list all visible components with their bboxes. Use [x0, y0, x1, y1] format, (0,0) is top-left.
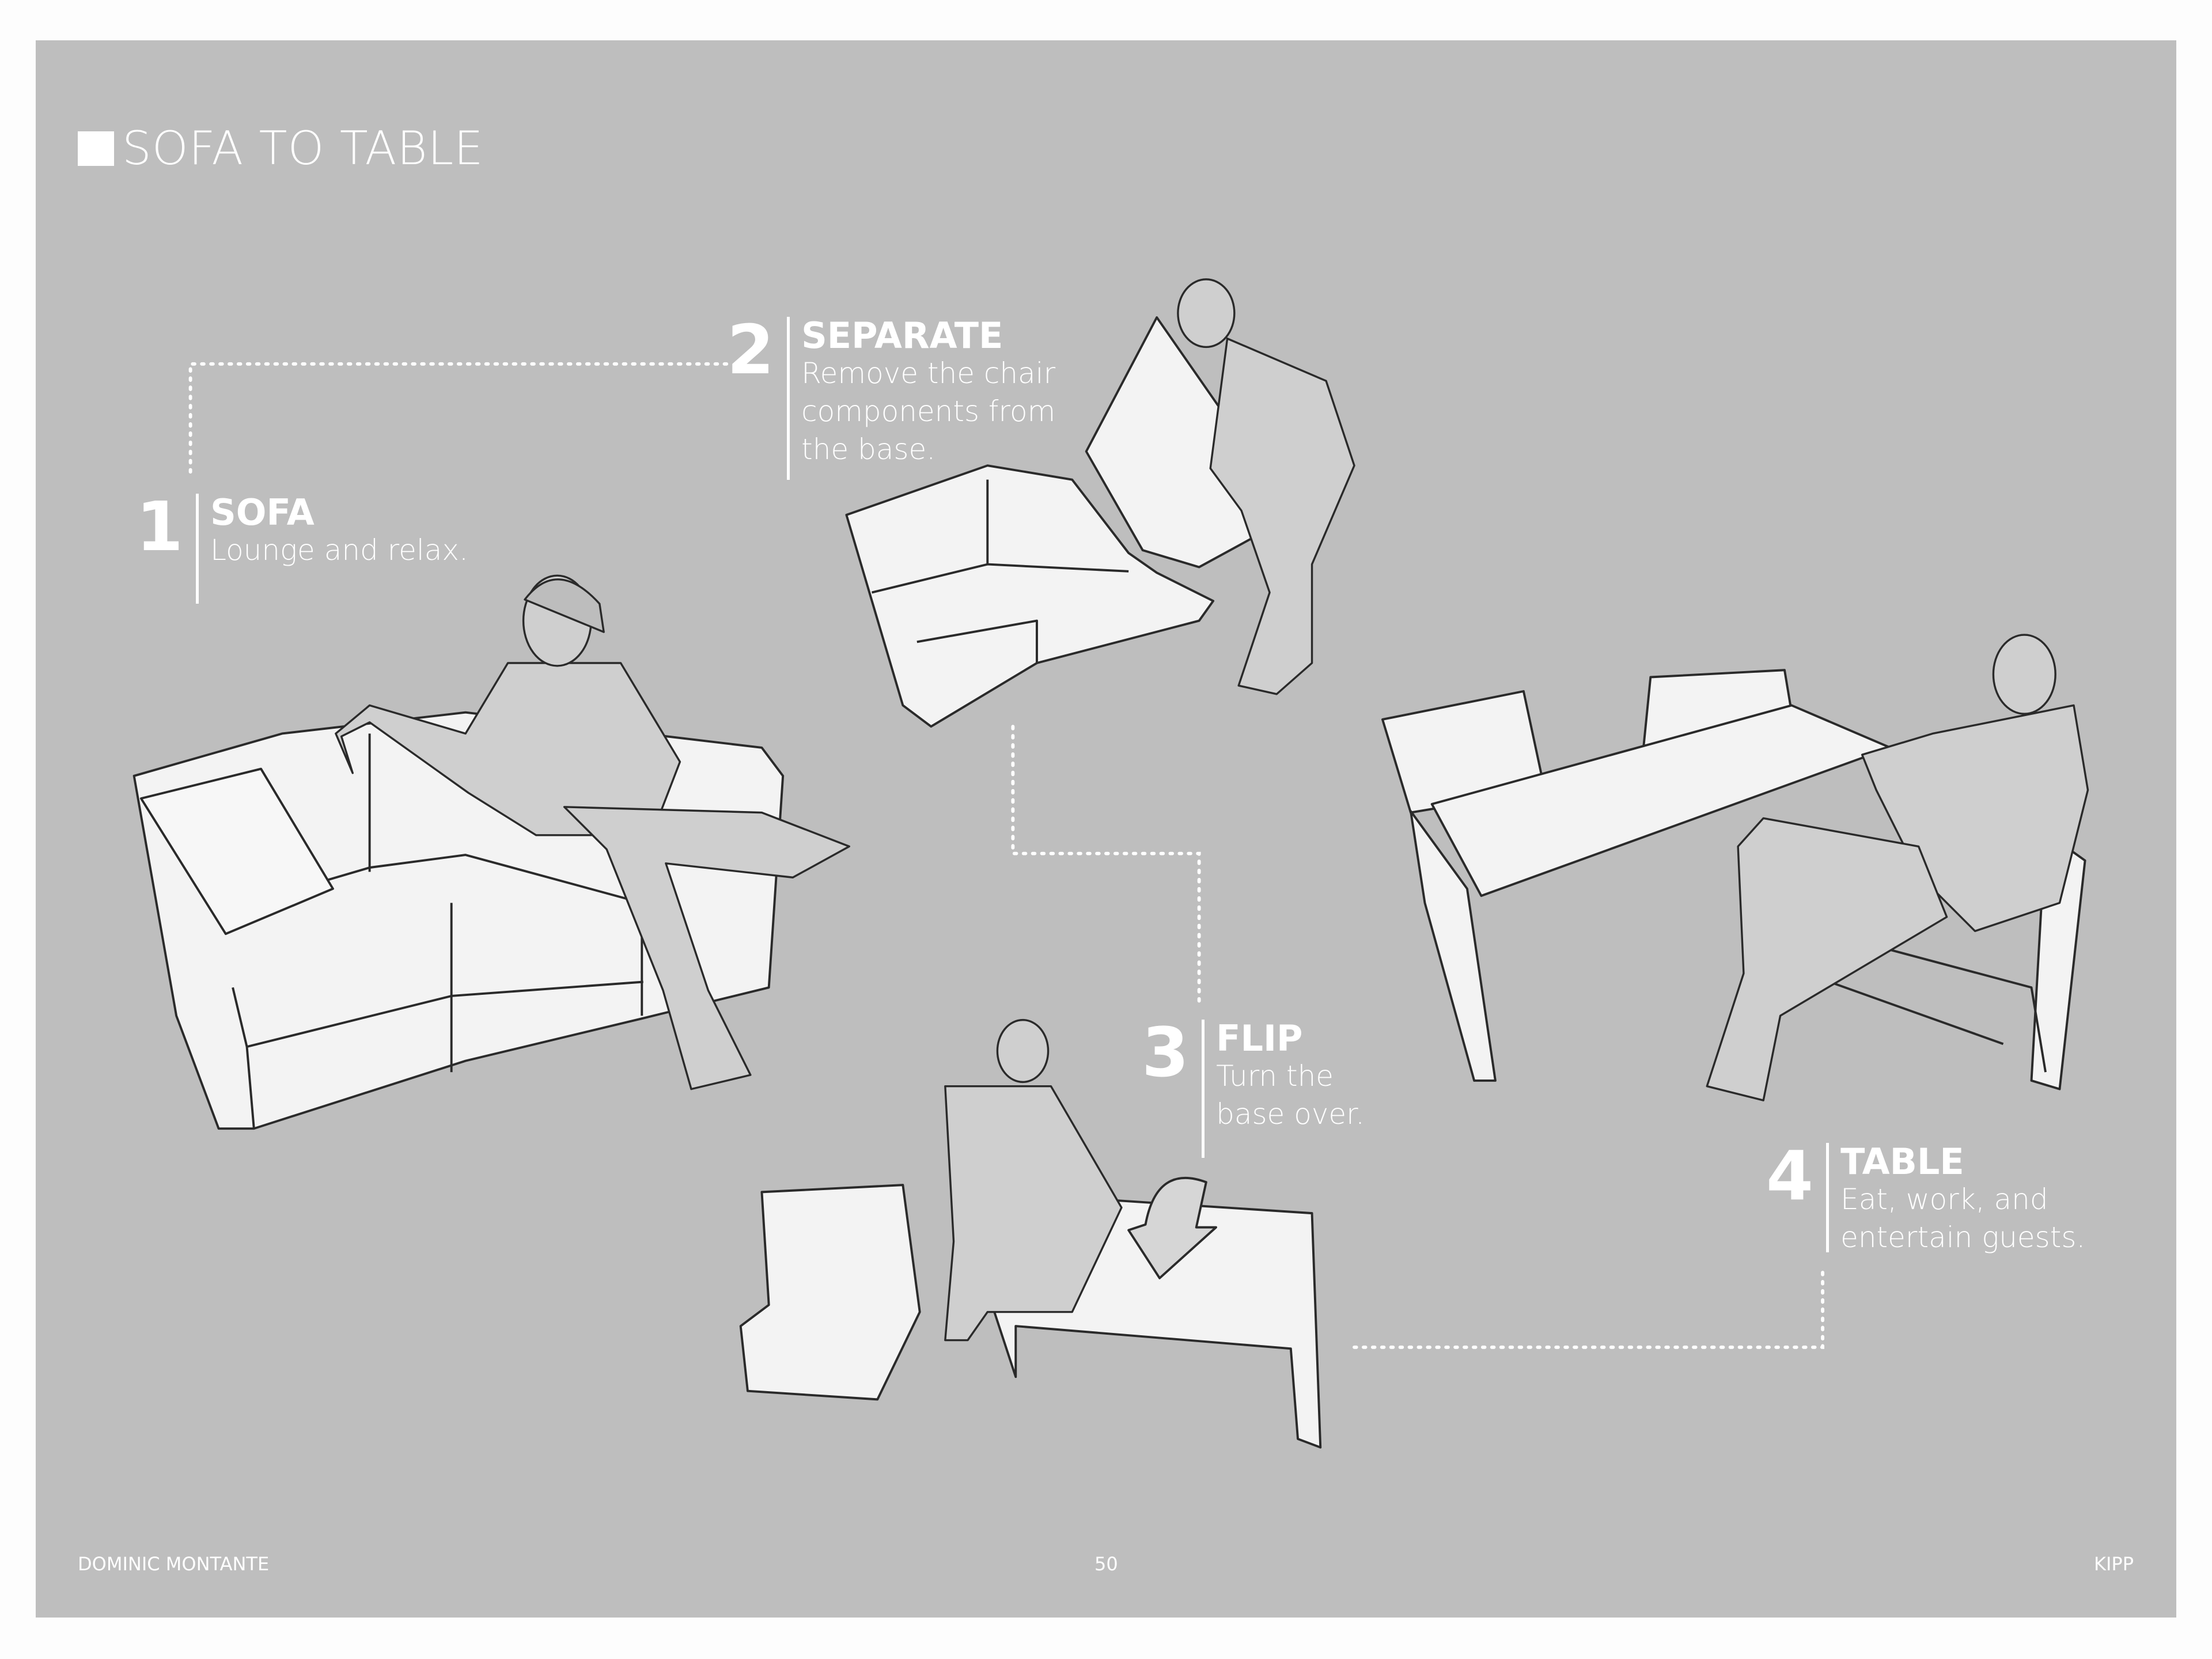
step-number: 2: [727, 310, 775, 389]
step-divider: [1826, 1143, 1830, 1252]
flip-arrow: [1127, 1176, 1217, 1279]
single-chair: [739, 1184, 921, 1401]
pillow: [139, 767, 334, 935]
step-title: FLIP: [1216, 1017, 1303, 1059]
step-divider: [1202, 1020, 1205, 1158]
page-title-text: SOFA TO TABLE: [122, 122, 484, 175]
step-2-separate: 2 SEPARATE Remove the chair components f…: [727, 310, 1056, 480]
step-description: Eat, work, and entertain guests.: [1840, 1183, 2086, 1255]
separate-illustration: [845, 316, 1278, 728]
table-illustration: [1381, 669, 2086, 1090]
step-number: 3: [1142, 1013, 1190, 1092]
step-1-sofa: 1 SOFA Lounge and relax.: [136, 487, 468, 604]
connector-1-2: [188, 362, 729, 475]
step-title: TABLE: [1840, 1141, 1964, 1183]
step-description: Lounge and relax.: [210, 533, 468, 567]
footer-page-number: 50: [1094, 1553, 1118, 1575]
connector-dotted-lines: [188, 362, 1825, 1349]
person-flipping: [944, 1018, 1123, 1342]
person-seated: [1706, 634, 2089, 1101]
person-lounging: [335, 574, 850, 1090]
step-description: Turn the base over.: [1216, 1059, 1365, 1131]
connector-2-3: [1011, 725, 1201, 1003]
step-3-flip: 3 FLIP Turn the base over.: [1142, 1013, 1365, 1158]
title-square-icon: [78, 131, 114, 166]
footer-project: KIPP: [2093, 1553, 2134, 1575]
step-number: 4: [1766, 1136, 1814, 1215]
page-title: SOFA TO TABLE: [78, 126, 484, 172]
step-number: 1: [136, 487, 184, 566]
step-title: SOFA: [210, 491, 315, 533]
connector-3-4: [1353, 1268, 1825, 1349]
step-title: SEPARATE: [801, 315, 1003, 357]
step-divider: [196, 494, 199, 604]
step-divider: [787, 317, 790, 480]
step-4-table: 4 TABLE Eat, work, and entertain guests.: [1766, 1136, 2085, 1254]
person-lifting: [1177, 278, 1355, 695]
step-description: Remove the chair components from the bas…: [801, 357, 1056, 467]
table-leg-left: [1410, 810, 1497, 1082]
footer-author: DOMINIC MONTANTE: [78, 1553, 270, 1575]
